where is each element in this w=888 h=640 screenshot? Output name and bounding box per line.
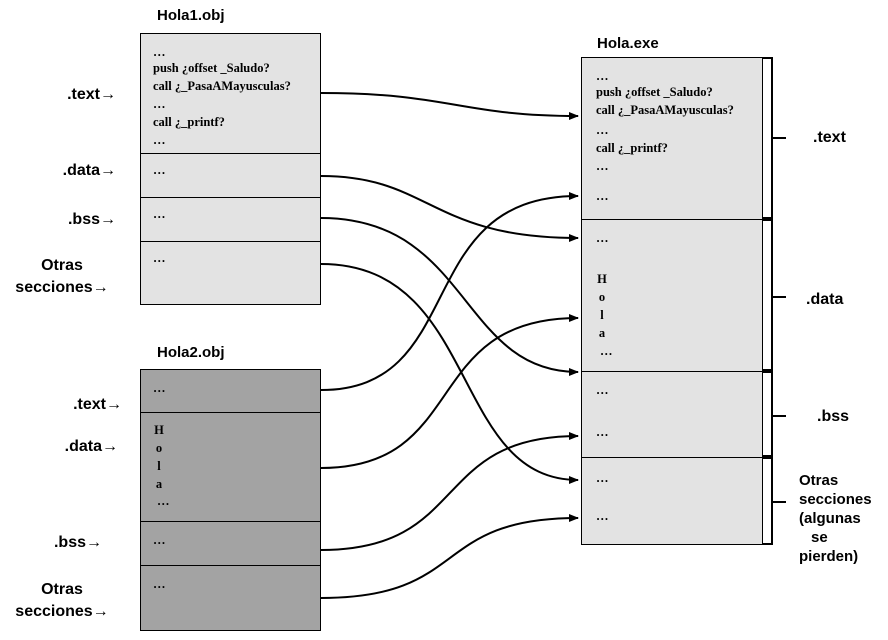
brace-exe-text xyxy=(763,57,786,219)
brace-exe-data xyxy=(763,219,786,371)
exe-data-char: H xyxy=(597,272,607,286)
exe-text-line: … xyxy=(596,189,609,203)
hola2-text-label: .text→ xyxy=(73,396,122,413)
hola1-otras-section: … xyxy=(141,242,320,306)
exe-text-section: … push ¿offset _Saludo? call ¿_PasaAMayu… xyxy=(582,58,762,220)
hola1-otras-label-1: Otras xyxy=(41,257,83,274)
hola2-data-char: o xyxy=(155,441,163,455)
hola2-data-char: a xyxy=(155,477,163,491)
exe-text-line: … xyxy=(596,123,609,137)
brace-exe-otras xyxy=(763,457,786,545)
arrow-hola1-bss-to-exe-bss xyxy=(320,217,579,376)
hola2-bss-section: … xyxy=(141,522,320,566)
exe-data-char: a xyxy=(598,326,606,340)
hola1-data-label: .data→ xyxy=(62,162,116,179)
exe-data-char: o xyxy=(598,290,606,304)
hola2-otras-label-1: Otras xyxy=(41,581,83,598)
exe-otras-brace-label-2: secciones xyxy=(799,491,872,508)
arrow-hola1-data-to-exe-data xyxy=(320,175,579,242)
hola1-otras-label-2: secciones→ xyxy=(15,279,109,296)
hola2-data-char: H xyxy=(154,423,164,437)
exe-otras-brace-label-5: pierden) xyxy=(799,548,859,565)
exe-text-line: … xyxy=(596,159,609,173)
exe-text-line: call ¿_printf? xyxy=(596,141,668,155)
arrow-hola2-text-to-exe-text xyxy=(320,192,579,391)
hola1-text-line: push ¿offset _Saludo? xyxy=(153,61,270,75)
hola1-text-label: .text→ xyxy=(67,86,116,103)
hola1-bss-label: .bss→ xyxy=(67,211,116,228)
exe-data-line: … xyxy=(596,231,609,245)
hola1-bss-section: … xyxy=(141,198,320,242)
exe-bss-section: … … xyxy=(582,372,762,458)
exe-data-section: … H o l a … xyxy=(582,220,762,372)
arrow-hola1-text-to-exe-text xyxy=(320,92,579,120)
hola1-text-line: … xyxy=(153,133,166,147)
hola1-obj-box: … push ¿offset _Saludo? call ¿_PasaAMayu… xyxy=(140,33,321,305)
hola1-text-line: call ¿_printf? xyxy=(153,115,225,129)
exe-text-line: push ¿offset _Saludo? xyxy=(596,85,713,99)
hola-exe-box: … push ¿offset _Saludo? call ¿_PasaAMayu… xyxy=(581,57,763,545)
hola1-otras-line: … xyxy=(153,251,166,265)
arrow-hola2-otras-to-exe-otras xyxy=(320,514,579,599)
exe-data-char: … xyxy=(600,344,613,358)
exe-otras-brace-label-3: (algunas xyxy=(799,510,861,527)
hola1-text-line: call ¿_PasaAMayusculas? xyxy=(153,79,291,93)
exe-otras-line: … xyxy=(596,509,609,523)
hola2-text-line: … xyxy=(153,381,166,395)
hola2-obj-title: Hola2.obj xyxy=(157,344,225,361)
hola2-data-char: l xyxy=(157,459,161,473)
hola2-data-char: … xyxy=(157,494,170,508)
exe-data-char: l xyxy=(600,308,604,322)
arrow-hola1-otras-to-exe-otras xyxy=(320,263,579,484)
exe-text-line: call ¿_PasaAMayusculas? xyxy=(596,103,734,117)
hola1-text-line: … xyxy=(153,45,166,59)
hola-exe-title: Hola.exe xyxy=(597,35,659,52)
arrow-hola2-data-to-exe-data xyxy=(320,314,579,469)
arrow-hola2-bss-to-exe-bss xyxy=(320,432,579,551)
hola1-text-line: … xyxy=(153,97,166,111)
exe-bss-line: … xyxy=(596,383,609,397)
brace-exe-bss xyxy=(763,371,786,457)
exe-otras-brace-label-1: Otras xyxy=(799,472,839,489)
hola2-bss-label: .bss→ xyxy=(53,534,102,551)
exe-otras-brace-label-4: se xyxy=(811,529,828,546)
exe-bss-line: … xyxy=(596,425,609,439)
exe-otras-line: … xyxy=(596,471,609,485)
exe-data-brace-label: .data xyxy=(806,291,844,308)
hola2-obj-box: … H o l a … … … xyxy=(140,369,321,631)
hola2-otras-line: … xyxy=(153,577,166,591)
hola2-otras-label-2: secciones→ xyxy=(15,603,109,620)
exe-otras-section: … … xyxy=(582,458,762,546)
hola1-data-line: … xyxy=(153,163,166,177)
hola2-data-label: .data→ xyxy=(64,438,118,455)
hola1-bss-line: … xyxy=(153,207,166,221)
hola2-bss-line: … xyxy=(153,533,166,547)
exe-text-brace-label: .text xyxy=(813,129,846,146)
hola2-text-section: … xyxy=(141,370,320,413)
hola1-text-section: … push ¿offset _Saludo? call ¿_PasaAMayu… xyxy=(141,34,320,154)
hola1-data-section: … xyxy=(141,154,320,198)
exe-bss-brace-label: .bss xyxy=(817,408,850,425)
hola2-otras-section: … xyxy=(141,566,320,632)
hola2-data-section: H o l a … xyxy=(141,413,320,522)
exe-text-line: … xyxy=(596,69,609,83)
hola1-obj-title: Hola1.obj xyxy=(157,7,225,24)
